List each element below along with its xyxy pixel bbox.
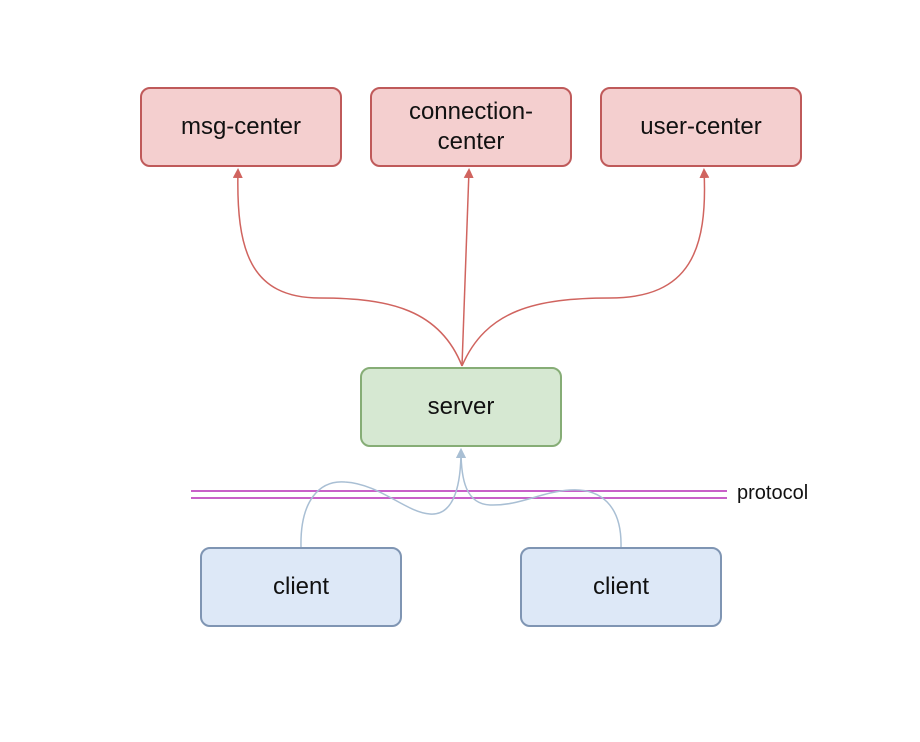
client-right-label: client: [592, 573, 650, 600]
arrow-client-left-to-server: [300, 448, 466, 548]
server-node[interactable]: server: [360, 367, 562, 447]
user-center-label: user-center: [640, 113, 762, 140]
arrow-server-to-user-center: [461, 168, 710, 367]
msg-center-node[interactable]: msg-center: [140, 87, 342, 167]
protocol-label: protocol: [737, 482, 809, 504]
server-label: server: [427, 393, 495, 420]
connection-center-node[interactable]: connection- center: [370, 87, 572, 167]
arrow-server-to-msg-center: [232, 168, 463, 367]
arrow-client-right-to-server: [456, 448, 622, 548]
client-node-left[interactable]: client: [200, 547, 402, 627]
client-left-label: client: [272, 573, 330, 600]
msg-center-label: msg-center: [180, 113, 302, 140]
client-node-right[interactable]: client: [520, 547, 722, 627]
arrow-server-to-connection-center: [461, 168, 474, 367]
connection-center-label: connection- center: [408, 98, 534, 155]
user-center-node[interactable]: user-center: [600, 87, 802, 167]
